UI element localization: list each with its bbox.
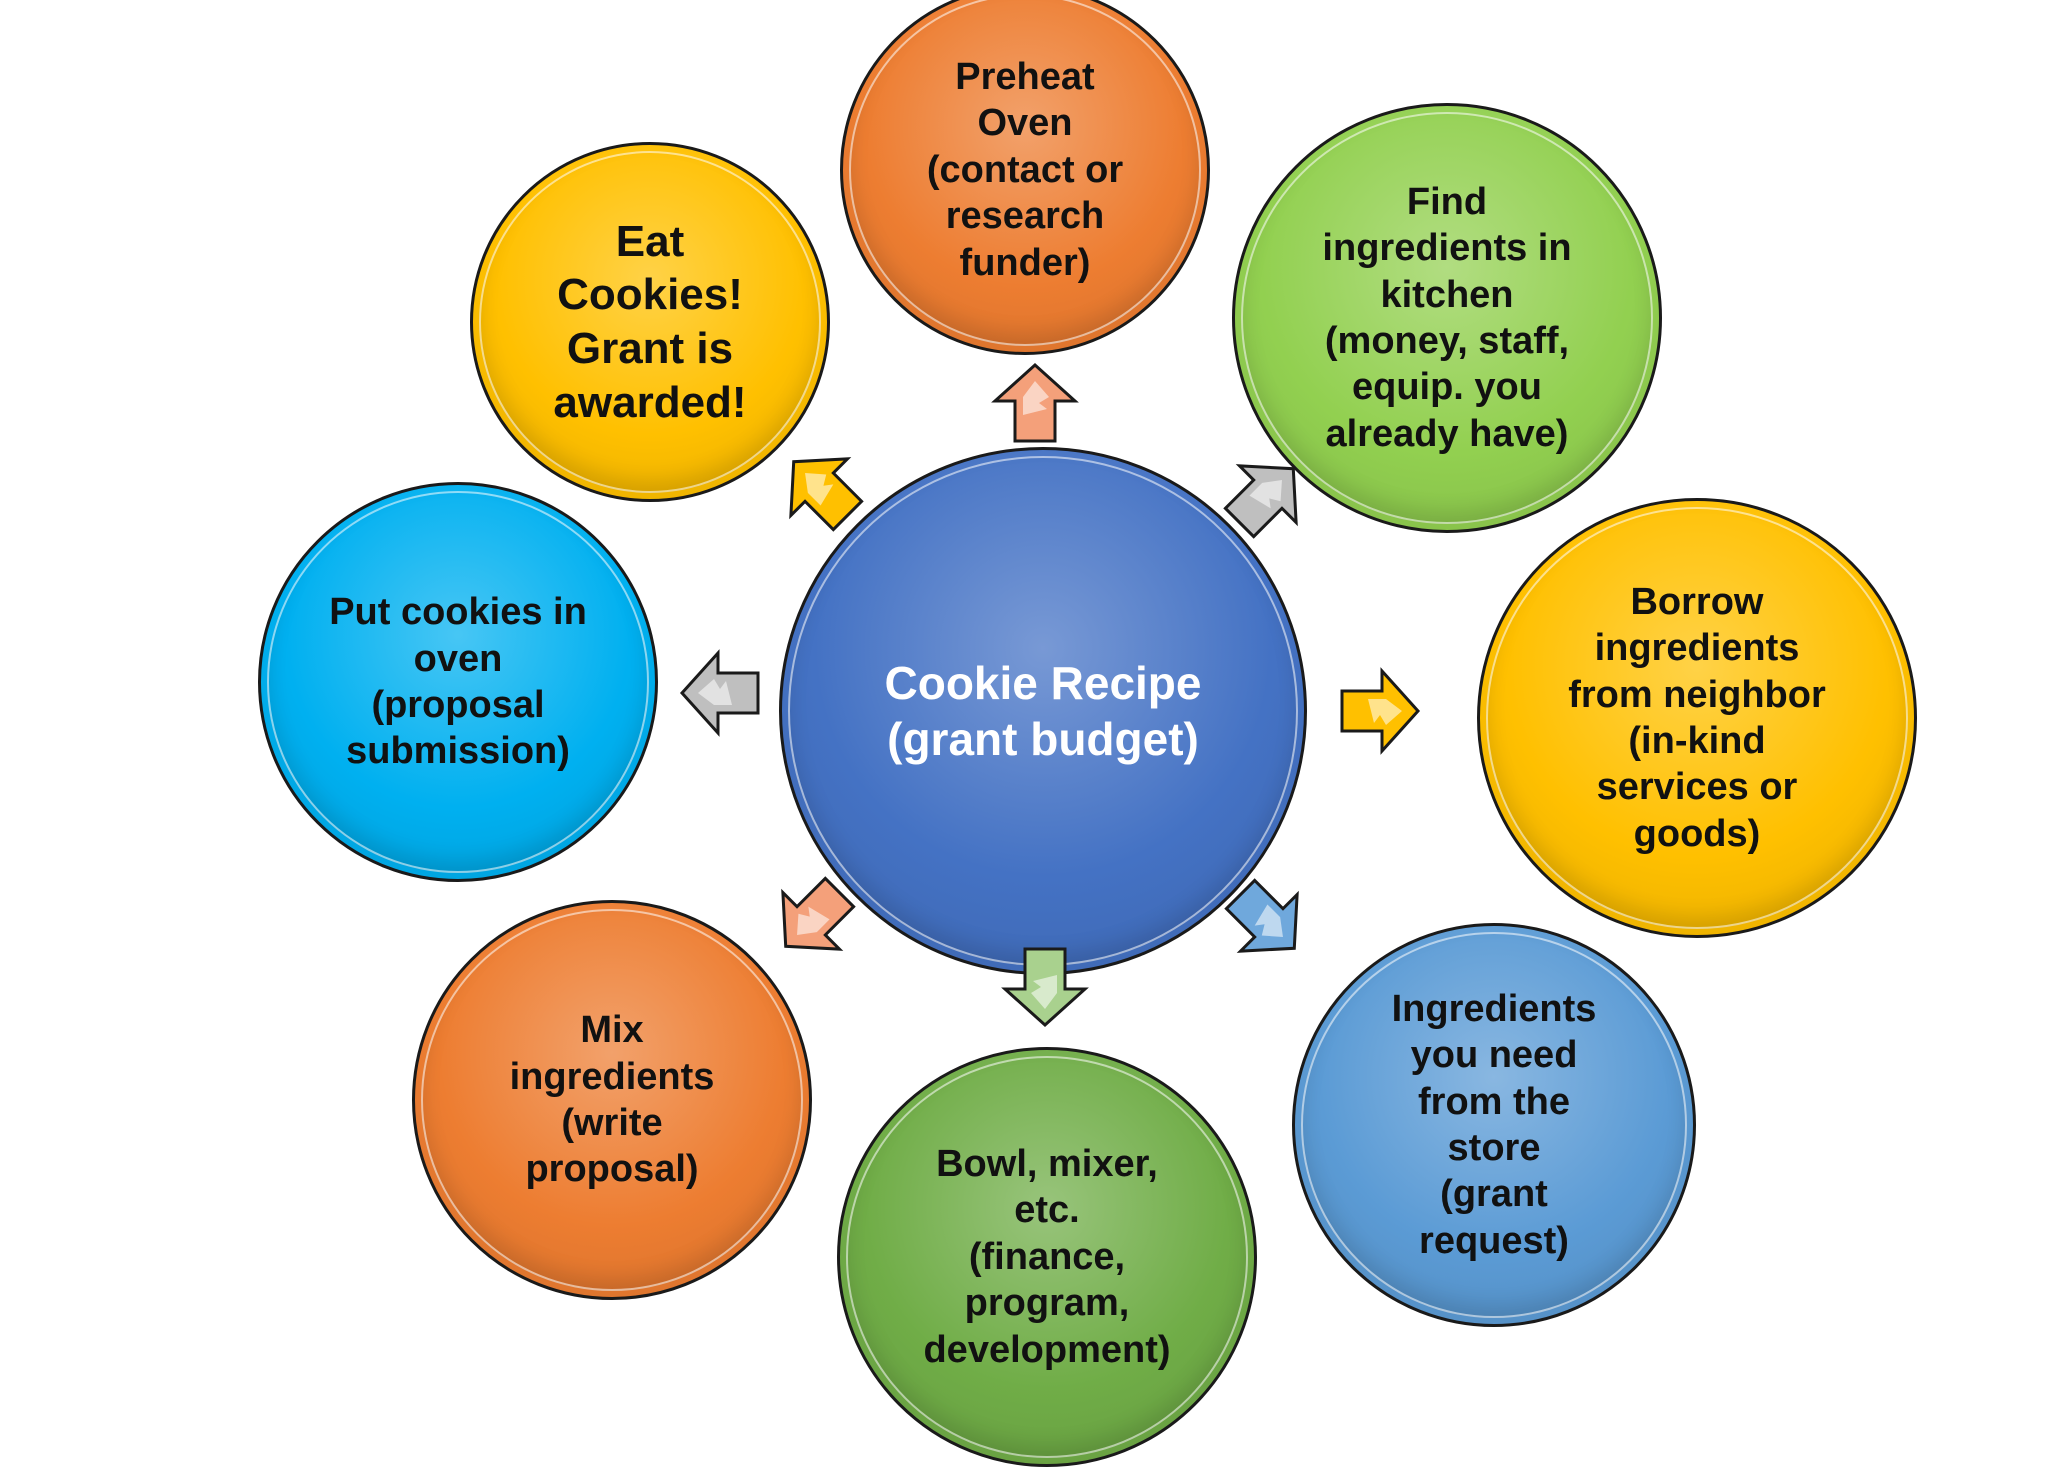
step-node-label: Preheat Oven (contact or research funder… [926,56,1124,284]
center-node-cookie-recipe: Cookie Recipe (grant budget) [779,447,1307,975]
step-node-eat-cookies: Eat Cookies! Grant is awarded! [470,142,830,502]
step-node-bowl-mixer: Bowl, mixer, etc. (finance, program, dev… [837,1047,1257,1467]
arrow-to-find-ingredients [1223,464,1298,539]
arrow-to-put-cookies-in-oven [679,649,760,737]
step-node-label: Eat Cookies! Grant is awarded! [553,216,747,427]
step-node-preheat-oven: Preheat Oven (contact or research funder… [840,0,1210,355]
step-node-label: Mix ingredients (write proposal) [509,1009,715,1191]
arrow-to-preheat-oven [991,362,1079,443]
step-node-label: Borrow ingredients from neighbor (in-kin… [1568,580,1826,855]
step-node-label: Bowl, mixer, etc. (finance, program, dev… [923,1143,1171,1371]
arrow-to-bowl-mixer [1001,947,1089,1028]
center-node-label: Cookie Recipe (grant budget) [884,656,1202,765]
step-node-label: Put cookies in oven (proposal submission… [329,591,587,773]
step-node-mix-ingredients: Mix ingredients (write proposal) [412,900,812,1300]
step-node-ingredients-from-store: Ingredients you need from the store (gra… [1292,923,1696,1327]
step-node-put-cookies-in-oven: Put cookies in oven (proposal submission… [258,482,658,882]
step-node-find-ingredients: Find ingredients in kitchen (money, staf… [1232,103,1662,533]
arrow-to-eat-cookies [789,457,864,532]
step-node-borrow-ingredients: Borrow ingredients from neighbor (in-kin… [1477,498,1917,938]
step-node-label: Find ingredients in kitchen (money, staf… [1322,180,1572,455]
arrow-to-ingredients-from-store [1224,878,1299,953]
arrow-to-borrow-ingredients [1340,667,1421,755]
step-node-label: Ingredients you need from the store (gra… [1391,987,1597,1262]
arrow-to-mix-ingredients [781,876,856,951]
